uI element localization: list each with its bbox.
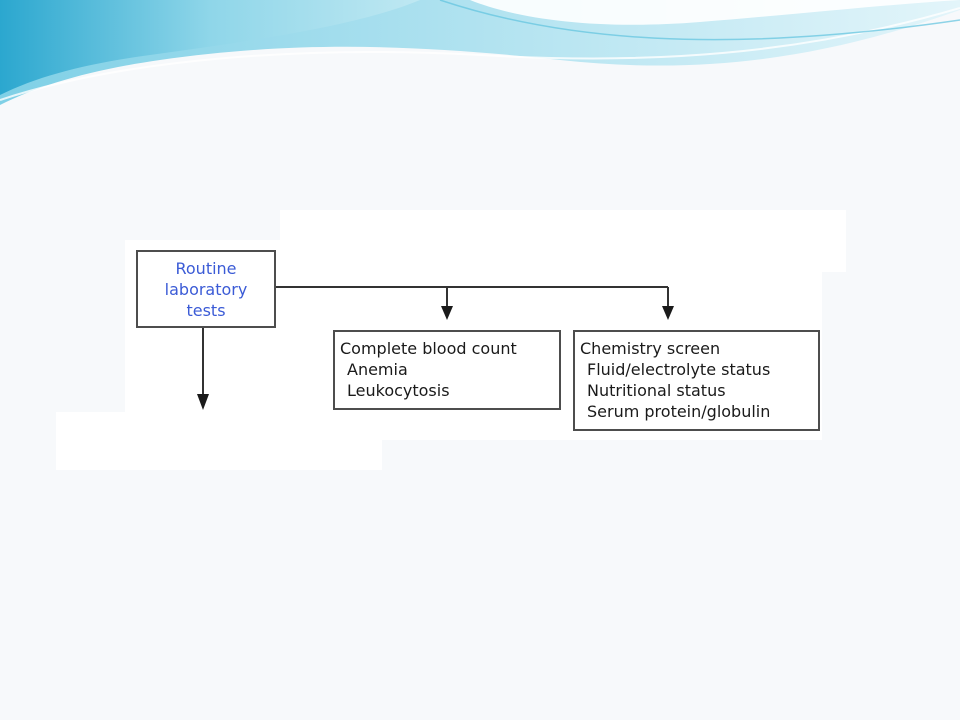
chemistry-item-serum-protein: Serum protein/globulin [587,402,771,421]
chemistry-screen-node: Chemistry screen Fluid/electrolyte statu… [573,330,820,431]
header-wave-line-2 [439,0,960,41]
arrowhead-to-cbc [441,306,453,320]
chemistry-title: Chemistry screen [580,339,721,358]
complete-blood-count-node: Complete blood count Anemia Leukocytosis [333,330,561,410]
diagram-backing-bottom [56,412,382,470]
root-label-line-3: tests [186,300,226,320]
root-label-line-2: laboratory [164,279,248,299]
header-wave-dark [0,0,420,95]
cbc-title: Complete blood count [340,339,517,358]
root-label-line-1: Routine [175,258,237,278]
arrowhead-to-chemistry [662,306,674,320]
chemistry-item-nutritional: Nutritional status [587,381,726,400]
header-wave-front [0,0,960,25]
routine-lab-tests-node: Routine laboratory tests [136,250,276,328]
chemistry-item-fluid-electrolyte: Fluid/electrolyte status [587,360,771,379]
cbc-item-anemia: Anemia [347,360,408,379]
arrowhead-down [197,394,209,410]
header-wave-line [0,7,960,101]
cbc-item-leukocytosis: Leukocytosis [347,381,450,400]
